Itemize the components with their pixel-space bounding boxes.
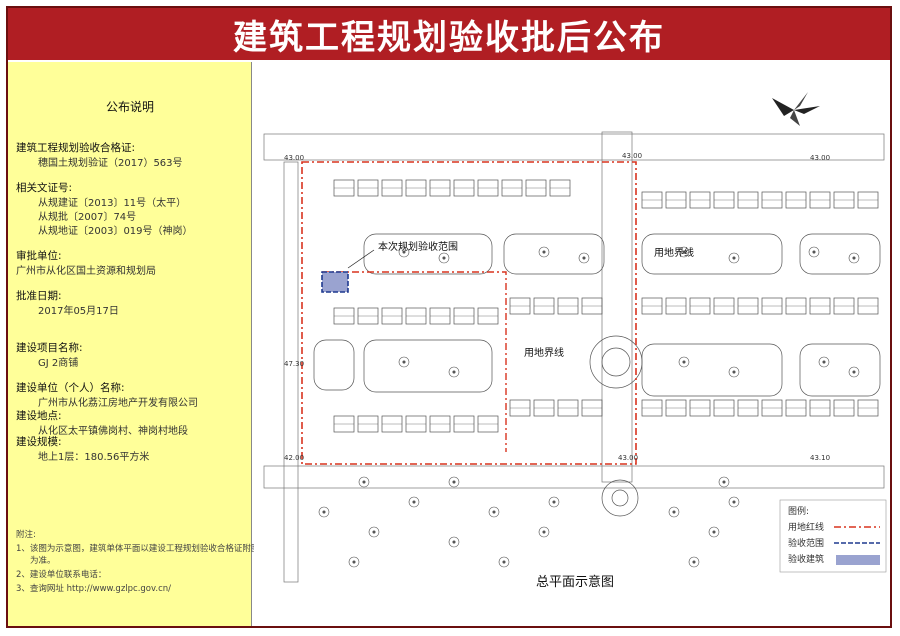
redline-outer	[301, 161, 637, 465]
site-value: 从化区太平镇佛岗村、神岗村地段	[38, 426, 188, 437]
site-plan-panel: 本次规划验收范围 用地界线 用地界线 43.00 43.00 43.00 47.…	[254, 62, 890, 626]
map-caption: 总平面示意图	[536, 574, 614, 590]
builder-value: 广州市从化荔江房地产开发有限公司	[38, 398, 198, 409]
date-label: 批准日期:	[16, 290, 62, 302]
redline-label-1: 用地界线	[654, 246, 694, 259]
related-item: 从规建证〔2013〕11号（太平）	[38, 198, 187, 209]
elevation: 43.00	[618, 454, 638, 462]
page-title-banner: 建筑工程规划验收批后公布	[8, 8, 890, 60]
project-value: GJ 2商铺	[38, 358, 79, 369]
elevation: 43.10	[810, 454, 830, 462]
acceptance-scope	[321, 271, 349, 293]
site-background	[263, 131, 885, 583]
legend-swatch-building	[836, 555, 880, 565]
legend-label-redline: 用地红线	[788, 521, 824, 533]
site-plan-map: 本次规划验收范围 用地界线 用地界线 43.00 43.00 43.00 47.…	[263, 92, 887, 590]
approver-label: 审批单位:	[16, 250, 62, 262]
north-arrow-icon	[772, 92, 820, 126]
elevation: 43.00	[810, 154, 830, 162]
related-item: 从规批〔2007〕74号	[38, 212, 137, 223]
approver-value: 广州市从化区国土资源和规划局	[16, 266, 156, 277]
related-label: 相关文证号:	[16, 182, 73, 194]
scale-label: 建设规模:	[16, 436, 62, 448]
notice-panel: 公布说明 建筑工程规划验收合格证: 穗国土规划验证（2017）563号 相关文证…	[8, 62, 259, 626]
cert-label: 建筑工程规划验收合格证:	[16, 142, 136, 154]
elevation: 47.30	[284, 360, 304, 368]
callout-scope: 本次规划验收范围	[378, 240, 458, 253]
legend-label-building: 验收建筑	[788, 553, 824, 565]
builder-label: 建设单位（个人）名称:	[16, 382, 125, 394]
legend-title: 图例:	[788, 505, 809, 517]
redline-label-2: 用地界线	[524, 346, 564, 359]
page-frame	[6, 6, 892, 628]
note-line: 为准。	[30, 556, 56, 566]
elevation: 43.00	[284, 154, 304, 162]
legend-label-scope: 验收范围	[788, 537, 824, 549]
note-line: 2、建设单位联系电话：	[16, 570, 107, 580]
date-value: 2017年05月17日	[38, 306, 119, 317]
scale-value: 地上1层：180.56平方米	[38, 452, 150, 463]
site-label: 建设地点:	[16, 410, 62, 422]
cert-value: 穗国土规划验证（2017）563号	[38, 158, 183, 169]
elevation: 43.00	[622, 152, 642, 160]
notes-label: 附注:	[16, 530, 36, 540]
note-line: 1、该图为示意图，建筑单体平面以建设工程规划验收合格证附图	[16, 544, 260, 554]
note-line: 3、查询网址 http://www.gzlpc.gov.cn/	[16, 584, 172, 594]
notice-heading: 公布说明	[106, 100, 155, 114]
elevation: 42.00	[284, 454, 304, 462]
related-item: 从规地证〔2003〕019号（神岗）	[38, 226, 193, 237]
redline-inner	[322, 271, 507, 452]
page-title: 建筑工程规划验收批后公布	[233, 17, 665, 58]
project-label: 建设项目名称:	[16, 342, 83, 354]
